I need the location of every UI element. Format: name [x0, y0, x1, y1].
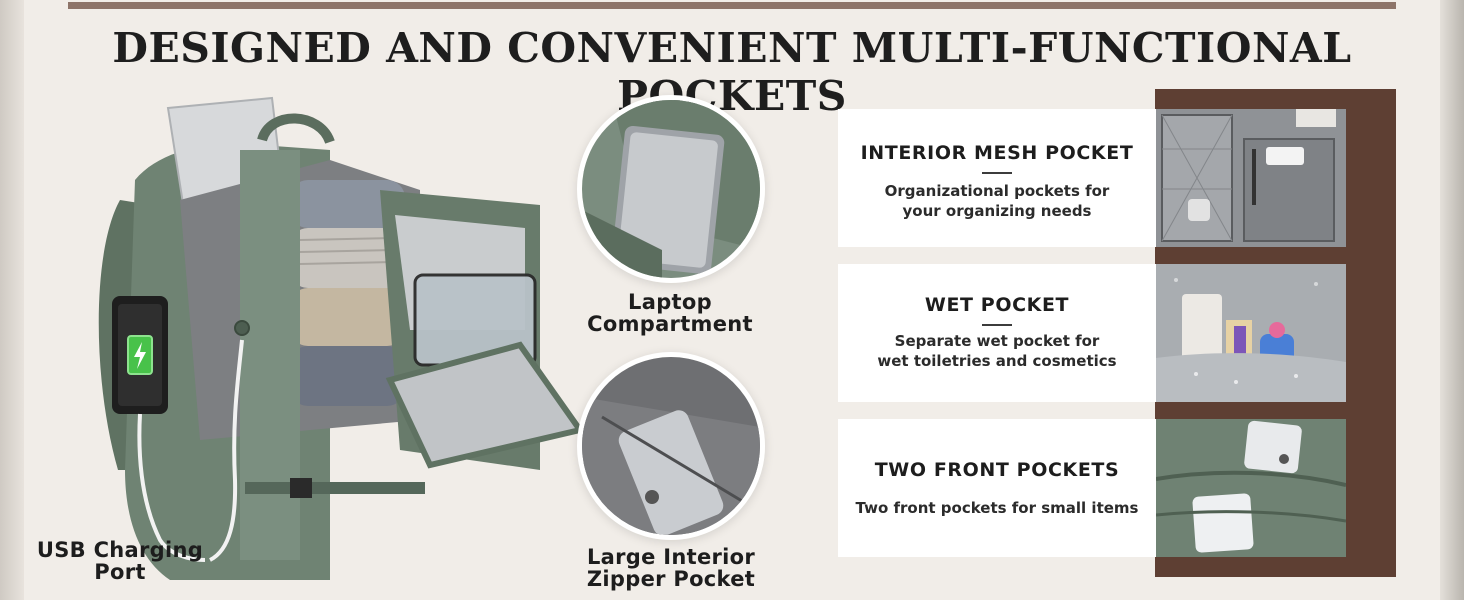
- feature-divider: [982, 172, 1012, 174]
- top-divider: [68, 2, 1396, 9]
- front-panel: [240, 150, 300, 560]
- buckle: [290, 478, 312, 498]
- interior-zipper-pocket-photo: [577, 352, 765, 540]
- mesh-pocket-photo: [1156, 109, 1346, 247]
- feature-divider: [982, 324, 1012, 326]
- left-edge-backdrop: [0, 0, 24, 600]
- clothes-roll: [290, 180, 405, 228]
- feature-title: TWO FRONT POCKETS: [874, 459, 1120, 481]
- laptop-compartment-label: Laptop Compartment: [587, 290, 753, 336]
- charge-bolt-icon: [134, 342, 146, 369]
- clothes-roll: [290, 288, 405, 346]
- usb-cable: [208, 339, 244, 562]
- right-edge-backdrop: [1440, 0, 1464, 600]
- compression-strap: [245, 482, 425, 494]
- clothes-roll: [290, 228, 405, 288]
- wet-pocket-photo: [1156, 264, 1346, 402]
- clothes-roll: [290, 346, 405, 406]
- laptop-compartment-photo: [577, 95, 765, 283]
- zipper-pocket-label: Large Interior Zipper Pocket: [586, 545, 756, 591]
- front-pockets-photo: [1156, 419, 1346, 557]
- usb-port: [234, 320, 250, 336]
- backpack-illustration: [98, 96, 586, 581]
- feature-description: Organizational pockets for your organizi…: [884, 182, 1110, 220]
- top-handle: [257, 113, 335, 145]
- feature-card-front-pockets: TWO FRONT POCKETS Two front pockets for …: [838, 419, 1156, 557]
- feature-title: INTERIOR MESH POCKET: [860, 142, 1134, 164]
- feature-description: Separate wet pocket for wet toiletries a…: [877, 332, 1117, 370]
- phone-cable: [137, 413, 206, 562]
- feature-title: WET POCKET: [924, 294, 1070, 316]
- feature-card-mesh-pocket: INTERIOR MESH POCKET Organizational pock…: [838, 109, 1156, 247]
- feature-card-wet-pocket: WET POCKET Separate wet pocket for wet t…: [838, 264, 1156, 402]
- usb-port-label: USB Charging Port: [36, 538, 204, 584]
- feature-description: Two front pockets for small items: [855, 499, 1139, 517]
